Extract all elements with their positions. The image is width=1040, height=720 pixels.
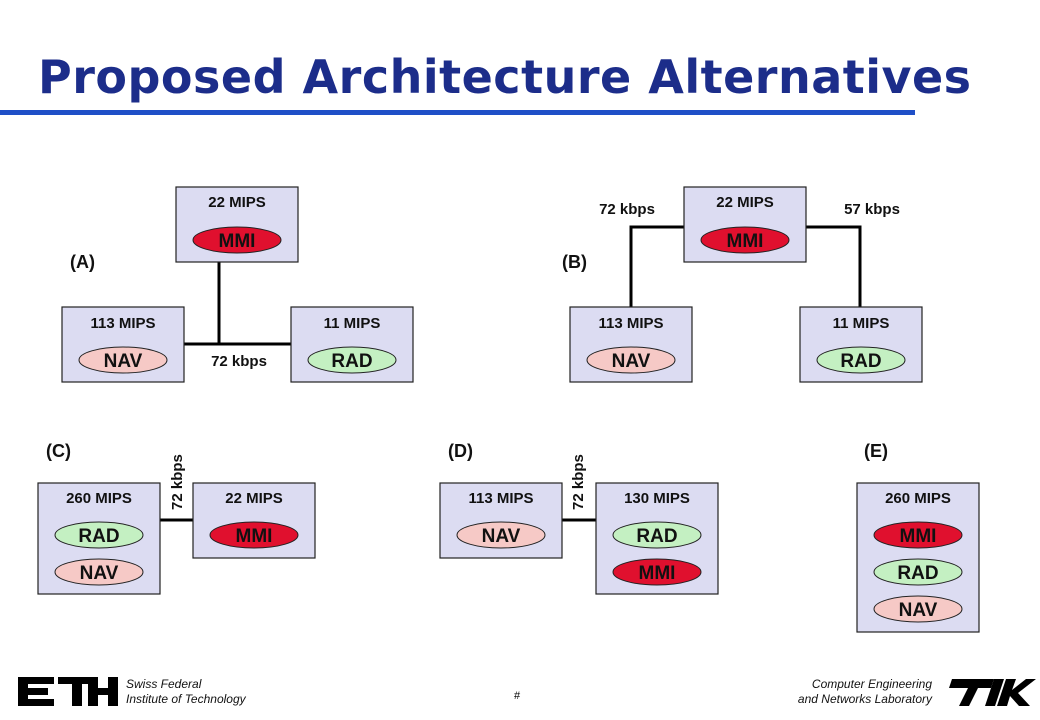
pill-b-nav-label: NAV bbox=[612, 351, 651, 372]
pill-b-rad bbox=[816, 346, 906, 374]
eth-logo bbox=[18, 677, 118, 706]
label-b: (B) bbox=[562, 252, 587, 272]
mips-b-rad: 11 MIPS bbox=[833, 315, 890, 332]
mips-b-mmi: 22 MIPS bbox=[716, 194, 774, 211]
pill-e-rad bbox=[873, 558, 963, 586]
mips-a-rad: 11 MIPS bbox=[324, 315, 381, 332]
link-b-left bbox=[629, 225, 684, 307]
rate-b-left: 72 kbps bbox=[599, 201, 655, 218]
pill-a-rad-label: RAD bbox=[331, 351, 372, 372]
pill-d-nav bbox=[456, 521, 546, 549]
pill-b-mmi bbox=[700, 226, 790, 254]
footer-institute-line2: Institute of Technology bbox=[126, 692, 246, 706]
pill-e-mmi bbox=[873, 521, 963, 549]
label-c: (C) bbox=[46, 441, 71, 461]
label-d: (D) bbox=[448, 441, 473, 461]
footer-lab-line2: and Networks Laboratory bbox=[797, 692, 932, 706]
alternative-a: (A) 22 MIPS MMI 113 MIPS NAV 11 MIPS RAD… bbox=[61, 186, 414, 383]
label-a: (A) bbox=[70, 252, 95, 272]
pill-b-mmi-label: MMI bbox=[727, 231, 764, 252]
link-b-right bbox=[806, 225, 862, 307]
pill-c-rad bbox=[54, 521, 144, 549]
tik-logo bbox=[949, 679, 1036, 706]
mips-c-right: 22 MIPS bbox=[225, 490, 283, 507]
alternative-c: (C) 72 kbps 260 MIPS RAD NAV 22 MIPS MMI bbox=[37, 441, 316, 595]
mips-c-left: 260 MIPS bbox=[66, 490, 132, 507]
alternative-b: (B) 22 MIPS MMI 72 kbps 57 kbps 113 MIPS… bbox=[562, 186, 923, 383]
pill-a-nav-label: NAV bbox=[104, 351, 143, 372]
mips-e: 260 MIPS bbox=[885, 490, 951, 507]
rate-c: 72 kbps bbox=[169, 454, 186, 510]
pill-c-nav bbox=[54, 558, 144, 586]
pill-e-rad-label: RAD bbox=[897, 563, 938, 584]
pill-a-mmi bbox=[192, 226, 282, 254]
footer-right-text: Computer Engineering and Networks Labora… bbox=[798, 677, 932, 707]
pill-d-mmi bbox=[612, 558, 702, 586]
pill-c-mmi bbox=[209, 521, 299, 549]
mips-a-nav: 113 MIPS bbox=[90, 315, 155, 332]
slide-title: Proposed Architecture Alternatives bbox=[38, 50, 972, 104]
pill-e-nav bbox=[873, 595, 963, 623]
rate-b-right: 57 kbps bbox=[844, 201, 900, 218]
pill-a-rad bbox=[307, 346, 397, 374]
pill-c-mmi-label: MMI bbox=[236, 526, 273, 547]
pill-e-nav-label: NAV bbox=[899, 600, 938, 621]
pill-d-rad-label: RAD bbox=[636, 526, 677, 547]
pill-c-nav-label: NAV bbox=[80, 563, 119, 584]
alternative-e: (E) 260 MIPS MMI RAD NAV bbox=[856, 441, 980, 633]
pill-a-mmi-label: MMI bbox=[219, 231, 256, 252]
footer-left-text: Swiss Federal Institute of Technology bbox=[126, 677, 246, 707]
rate-a: 72 kbps bbox=[211, 353, 267, 370]
mips-d-right: 130 MIPS bbox=[624, 490, 690, 507]
label-e: (E) bbox=[864, 441, 888, 461]
pill-d-mmi-label: MMI bbox=[639, 563, 676, 584]
pill-e-mmi-label: MMI bbox=[900, 526, 937, 547]
pill-b-rad-label: RAD bbox=[840, 351, 881, 372]
page-number: # bbox=[514, 690, 521, 702]
title-underline bbox=[0, 110, 915, 115]
mips-b-nav: 113 MIPS bbox=[598, 315, 663, 332]
pill-a-nav bbox=[78, 346, 168, 374]
pill-d-nav-label: NAV bbox=[482, 526, 521, 547]
footer-lab-line1: Computer Engineering bbox=[811, 677, 932, 691]
pill-c-rad-label: RAD bbox=[78, 526, 119, 547]
rate-d: 72 kbps bbox=[570, 454, 587, 510]
mips-a-mmi: 22 MIPS bbox=[208, 194, 266, 211]
pill-b-nav bbox=[586, 346, 676, 374]
alternative-d: (D) 72 kbps 113 MIPS NAV 130 MIPS RAD MM… bbox=[439, 441, 719, 595]
pill-d-rad bbox=[612, 521, 702, 549]
mips-d-left: 113 MIPS bbox=[468, 490, 533, 507]
footer-institute-line1: Swiss Federal bbox=[126, 677, 202, 691]
